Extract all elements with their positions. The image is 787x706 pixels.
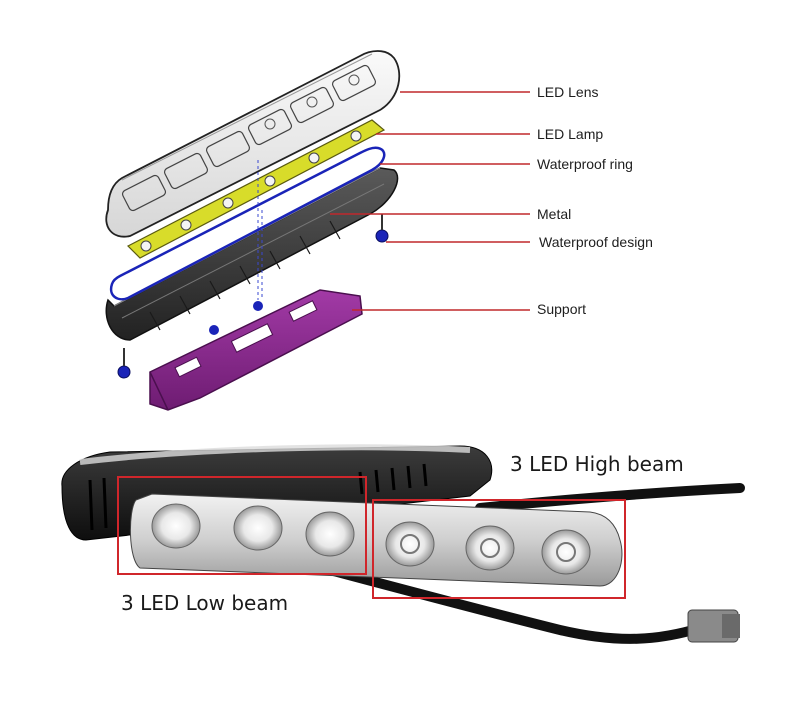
- low-beam-leds: [151, 503, 355, 557]
- led-lamp-pcb: [126, 119, 386, 259]
- exploded-view: [105, 50, 530, 411]
- callout-waterproof-design: Waterproof design: [539, 234, 653, 250]
- callout-waterproof-ring: Waterproof ring: [537, 156, 633, 172]
- callout-metal: Metal: [537, 206, 572, 222]
- low-beam-label: 3 LED Low beam: [121, 591, 289, 615]
- led-lens: [105, 50, 401, 238]
- photo-view: [61, 444, 745, 644]
- callout-lines: [330, 91, 530, 311]
- high-beam-label: 3 LED High beam: [510, 452, 684, 476]
- callout-led-lens: LED Lens: [537, 84, 599, 100]
- high-beam-leds: [385, 521, 591, 575]
- low-beam-box: [117, 476, 367, 575]
- callout-support: Support: [537, 301, 587, 317]
- cable-connector: [687, 609, 740, 643]
- high-beam-box: [372, 499, 626, 599]
- housing: [105, 167, 399, 379]
- support-bracket: [149, 289, 363, 411]
- callout-led-lamp: LED Lamp: [537, 126, 604, 142]
- waterproof-ring: [109, 146, 386, 301]
